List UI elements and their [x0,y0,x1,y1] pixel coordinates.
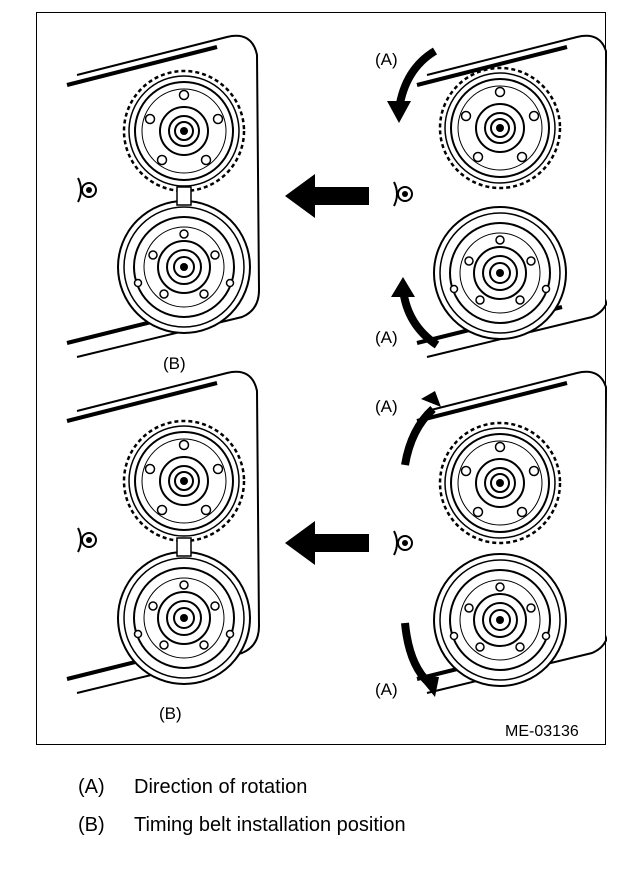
legend-key-a: (A) [78,776,105,798]
top-before-assembly [387,33,607,360]
legend: (A) Direction of rotation (B) Timing bel… [78,768,618,844]
legend-item-b: (B) Timing belt installation position [78,806,618,844]
callout-a-top-1: (A) [375,50,398,69]
legend-key-b: (B) [78,814,105,836]
top-after-assembly [65,33,261,360]
callout-a-bottom-2: (A) [375,680,398,699]
callout-a-bottom-1: (A) [375,397,398,416]
callout-b-top: (B) [163,354,186,373]
legend-item-a: (A) Direction of rotation [78,768,618,806]
bottom-direction-arrow [285,521,369,565]
legend-text-a: Direction of rotation [134,776,308,798]
figure-code: ME-03136 [505,723,579,740]
diagram-figure: (A) (A) (B) (A) (A) (B) ME-03136 [36,12,607,745]
bottom-before-assembly [393,369,607,697]
bottom-after-assembly [65,369,261,695]
callout-b-bottom: (B) [159,704,182,723]
legend-text-b: Timing belt installation position [134,814,406,836]
callout-a-top-2: (A) [375,328,398,347]
top-direction-arrow [285,174,369,218]
